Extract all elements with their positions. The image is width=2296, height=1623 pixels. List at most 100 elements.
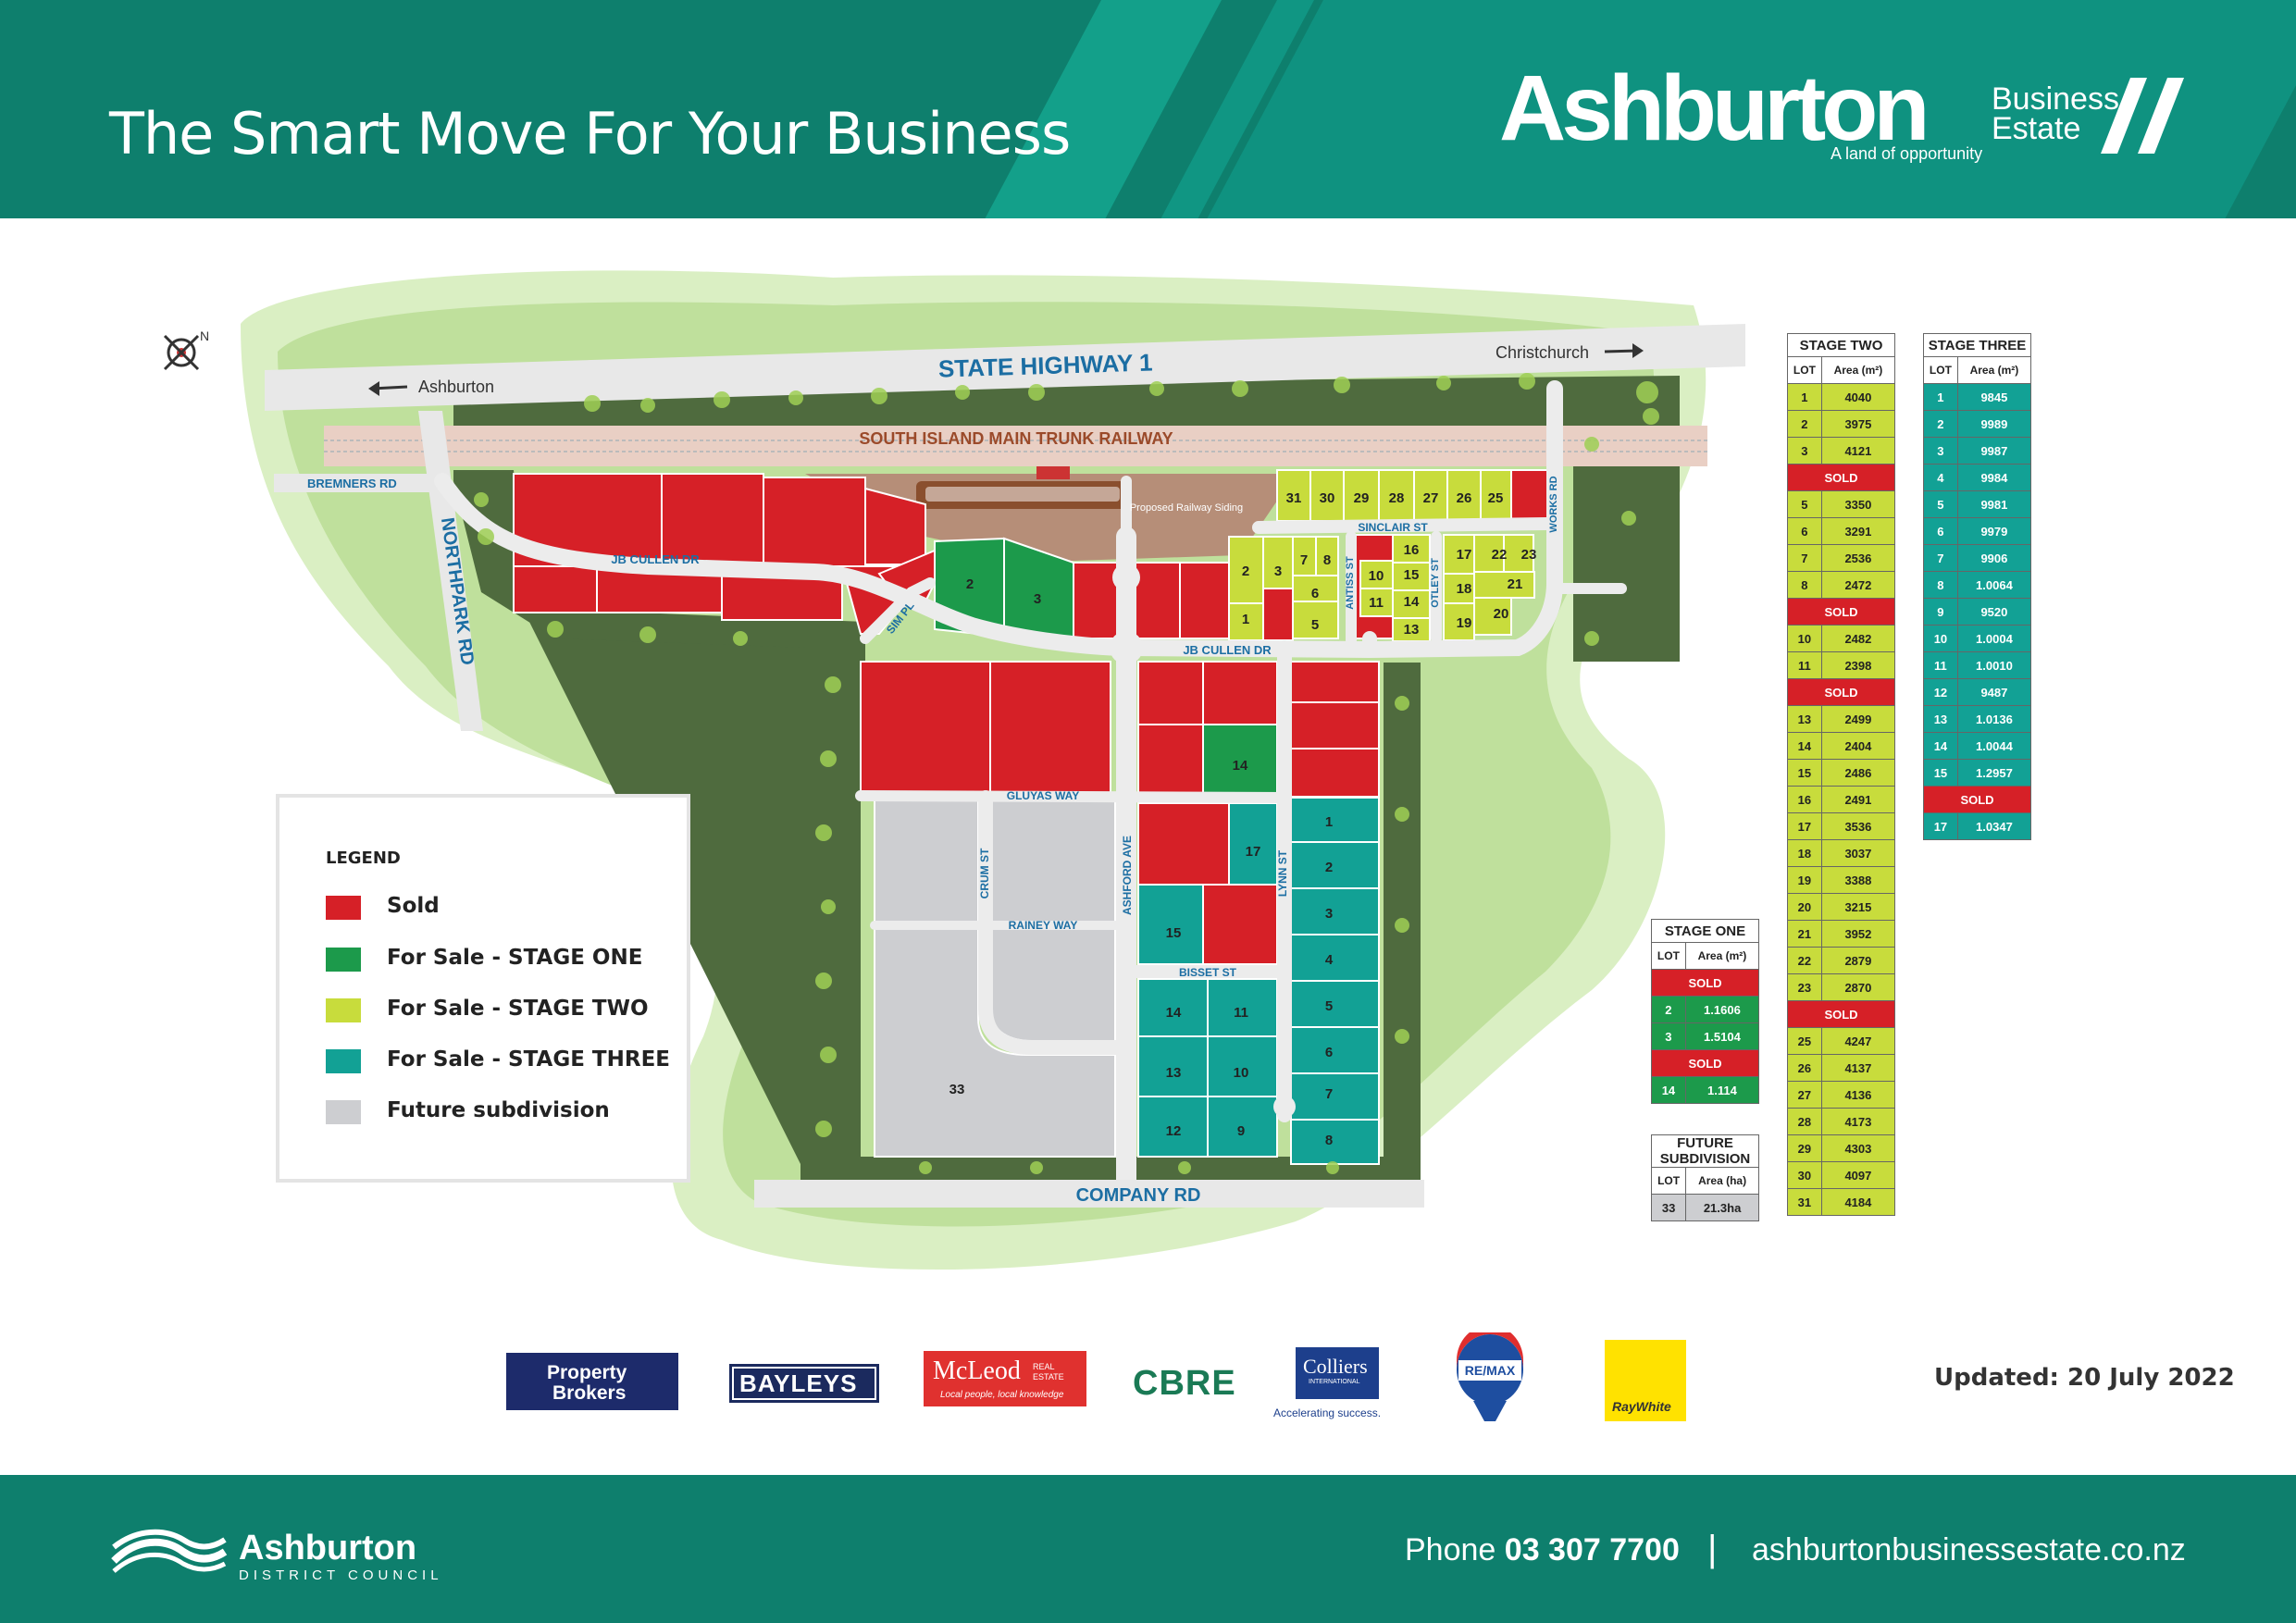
lot-cell: 22 <box>1787 947 1822 974</box>
road-label-gluyas: GLUYAS WAY <box>1007 789 1079 802</box>
road-label-jbcullen-west: JB CULLEN DR <box>611 552 700 566</box>
colliers-logo: Colliers INTERNATIONAL <box>1296 1347 1379 1399</box>
road-label-company: COMPANY RD <box>1076 1185 1201 1206</box>
road-label-lynn: LYNN ST <box>1276 849 1289 897</box>
area-cell: 2536 <box>1820 544 1896 572</box>
column-header: LOT <box>1923 356 1958 384</box>
column-header: Area (m²) <box>1820 356 1896 384</box>
column-header: LOT <box>1651 942 1686 970</box>
area-cell: 1.0064 <box>1956 571 2032 599</box>
lot-label: 30 <box>1320 490 1335 506</box>
phone-label: Phone <box>1405 1532 1496 1567</box>
legend-label: Future subdivision <box>387 1098 610 1122</box>
lot-label: 3 <box>1325 906 1333 922</box>
lot-label: 21 <box>1508 576 1523 592</box>
lot-cell: 11 <box>1923 651 1958 679</box>
area-cell: 4184 <box>1820 1188 1896 1216</box>
brand-logo-text: Ashburton <box>1499 56 1930 160</box>
area-cell: 3388 <box>1820 866 1896 894</box>
table-row-sold: SOLD <box>1787 598 1895 626</box>
road-label-bremners: BREMNERS RD <box>307 477 397 490</box>
road-label-highway: STATE HIGHWAY 1 <box>937 348 1152 382</box>
lot-cell: 8 <box>1923 571 1958 599</box>
road-label-antiss: ANTISS ST <box>1345 556 1356 610</box>
lot-label: 29 <box>1354 490 1370 506</box>
lot-cell: 14 <box>1651 1076 1686 1104</box>
sold-cell: SOLD <box>1787 1000 1895 1028</box>
lot-cell: 3 <box>1651 1022 1686 1050</box>
lot-label: 14 <box>1166 1005 1182 1021</box>
lot-label: 20 <box>1494 606 1509 622</box>
area-cell: 2398 <box>1820 651 1896 679</box>
page-tagline: The Smart Move For Your Business <box>109 100 1071 167</box>
updated-date: Updated: 20 July 2022 <box>1934 1364 2235 1392</box>
lot-label: 14 <box>1404 594 1420 610</box>
siding-label: Proposed Railway Siding <box>1130 502 1243 514</box>
area-cell: 1.1606 <box>1684 996 1760 1023</box>
website-link[interactable]: ashburtonbusinessestate.co.nz <box>1752 1532 2186 1567</box>
direction-label-christchurch: Christchurch <box>1496 343 1589 362</box>
lot-cell: 20 <box>1787 893 1822 921</box>
column-header: Area (m²) <box>1684 942 1760 970</box>
map-legend: LEGEND Sold For Sale - STAGE ONE For Sal… <box>276 794 690 1183</box>
brand-slash-icon <box>2101 78 2184 154</box>
lot-cell: 18 <box>1787 839 1822 867</box>
area-cell: 1.0044 <box>1956 732 2032 760</box>
table-row-sold: SOLD <box>1923 786 2031 813</box>
lot-cell: 6 <box>1787 517 1822 545</box>
legend-title: LEGEND <box>326 849 401 868</box>
lot-label: 31 <box>1286 490 1302 506</box>
area-cell: 4173 <box>1820 1108 1896 1135</box>
lot-label: 15 <box>1166 925 1182 941</box>
lot-cell: 9 <box>1923 598 1958 626</box>
lot-label: 23 <box>1521 547 1537 563</box>
lot-label: 4 <box>1325 952 1334 968</box>
lot-label: 14 <box>1233 758 1248 774</box>
lot-cell: 1 <box>1923 383 1958 411</box>
area-cell: 3291 <box>1820 517 1896 545</box>
lot-label: 7 <box>1325 1086 1333 1102</box>
lot-label: 7 <box>1300 552 1308 568</box>
area-cell: 3952 <box>1820 920 1896 948</box>
lot-label: 5 <box>1325 998 1333 1014</box>
area-cell: 1.114 <box>1684 1076 1760 1104</box>
area-cell: 3975 <box>1820 410 1896 438</box>
lot-cell: 25 <box>1787 1027 1822 1055</box>
lot-label: 1 <box>1325 814 1333 830</box>
area-cell: 9979 <box>1956 517 2032 545</box>
table-title-text: STAGE THREE <box>1928 337 2027 353</box>
area-cell: 4136 <box>1820 1081 1896 1109</box>
lot-cell: 29 <box>1787 1134 1822 1162</box>
lot-cell: 6 <box>1923 517 1958 545</box>
lot-cell: 4 <box>1923 464 1958 491</box>
area-cell: 1.0136 <box>1956 705 2032 733</box>
lot-label: 10 <box>1234 1065 1249 1081</box>
phone-number[interactable]: 03 307 7700 <box>1504 1532 1680 1567</box>
area-cell: 9989 <box>1956 410 2032 438</box>
table-row-sold: SOLD <box>1787 678 1895 706</box>
legend-swatch-stage-two <box>326 998 361 1022</box>
lot-label: 27 <box>1423 490 1439 506</box>
lot-label: 2 <box>966 576 974 592</box>
lot-label: 18 <box>1457 581 1472 597</box>
